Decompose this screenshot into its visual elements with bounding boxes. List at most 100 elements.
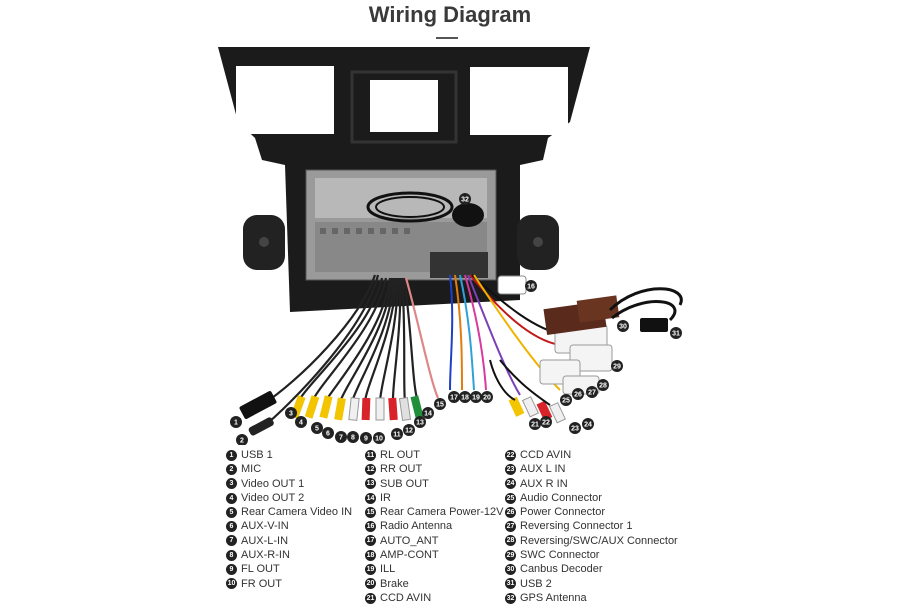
- svg-text:22: 22: [542, 420, 550, 427]
- callout-12: 12: [403, 424, 415, 436]
- callout-6: 6: [322, 427, 334, 439]
- svg-text:14: 14: [424, 411, 432, 418]
- callout-20: 20: [481, 391, 493, 403]
- rca-right: [508, 396, 566, 424]
- svg-text:12: 12: [405, 428, 413, 435]
- svg-text:11: 11: [393, 432, 401, 439]
- svg-text:13: 13: [416, 420, 424, 427]
- radio-antenna-plug: [497, 275, 527, 295]
- svg-text:23: 23: [571, 426, 579, 433]
- svg-text:19: 19: [472, 395, 480, 402]
- left-harness: [261, 274, 440, 429]
- callout-10: 10: [373, 432, 385, 444]
- callout-13: 13: [414, 416, 426, 428]
- callout-18: 18: [459, 391, 471, 403]
- svg-text:31: 31: [672, 331, 680, 338]
- gps-antenna: [366, 191, 484, 227]
- wiring-diagram-illustration: 1 2 3 4 5 6 7 8 9 10 11 12 13 14 15 16 1…: [218, 47, 683, 445]
- svg-text:7: 7: [339, 435, 343, 442]
- callout-19: 19: [470, 391, 482, 403]
- usb2-plug: [640, 318, 668, 332]
- callout-23: 23: [569, 422, 581, 434]
- callout-24: 24: [582, 418, 594, 430]
- svg-text:32: 32: [461, 197, 469, 204]
- svg-text:9: 9: [364, 436, 368, 443]
- callout-29: 29: [611, 360, 623, 372]
- svg-text:30: 30: [619, 324, 627, 331]
- callout-2: 2: [236, 434, 248, 445]
- callout-9: 9: [360, 432, 372, 444]
- usb2-cable: [608, 287, 683, 322]
- callout-11: 11: [391, 428, 403, 440]
- callout-28: 28: [597, 379, 609, 391]
- svg-text:25: 25: [562, 398, 570, 405]
- svg-text:6: 6: [326, 431, 330, 438]
- callout-26: 26: [572, 388, 584, 400]
- svg-text:5: 5: [315, 426, 319, 433]
- callout-5: 5: [311, 422, 323, 434]
- mic-plug: [248, 417, 274, 436]
- callout-32: 32: [459, 193, 471, 205]
- callout-8: 8: [347, 431, 359, 443]
- title-underline: [436, 37, 458, 39]
- callout-22: 22: [540, 416, 552, 428]
- svg-text:2: 2: [240, 438, 244, 445]
- callout-21: 21: [529, 418, 541, 430]
- svg-text:29: 29: [613, 364, 621, 371]
- svg-text:28: 28: [599, 383, 607, 390]
- callout-30: 30: [617, 320, 629, 332]
- callout-17: 17: [448, 391, 460, 403]
- rca-connectors: [290, 395, 424, 422]
- callout-3: 3: [285, 407, 297, 419]
- svg-text:10: 10: [375, 436, 383, 443]
- svg-text:8: 8: [351, 435, 355, 442]
- svg-text:3: 3: [289, 411, 293, 418]
- svg-text:4: 4: [299, 420, 303, 427]
- callout-badges: 1 2 3 4 5 6 7 8 9 10 11 12 13 14 15 16 1…: [230, 193, 682, 445]
- svg-text:26: 26: [574, 392, 582, 399]
- svg-text:15: 15: [436, 402, 444, 409]
- callout-7: 7: [335, 431, 347, 443]
- svg-text:27: 27: [588, 390, 596, 397]
- canbus-decoder: [543, 295, 620, 336]
- callout-16: 16: [525, 280, 537, 292]
- svg-text:21: 21: [531, 422, 539, 429]
- svg-text:16: 16: [527, 284, 535, 291]
- page-title: Wiring Diagram: [368, 2, 532, 27]
- callout-4: 4: [295, 416, 307, 428]
- svg-text:1: 1: [234, 420, 238, 427]
- svg-text:18: 18: [461, 395, 469, 402]
